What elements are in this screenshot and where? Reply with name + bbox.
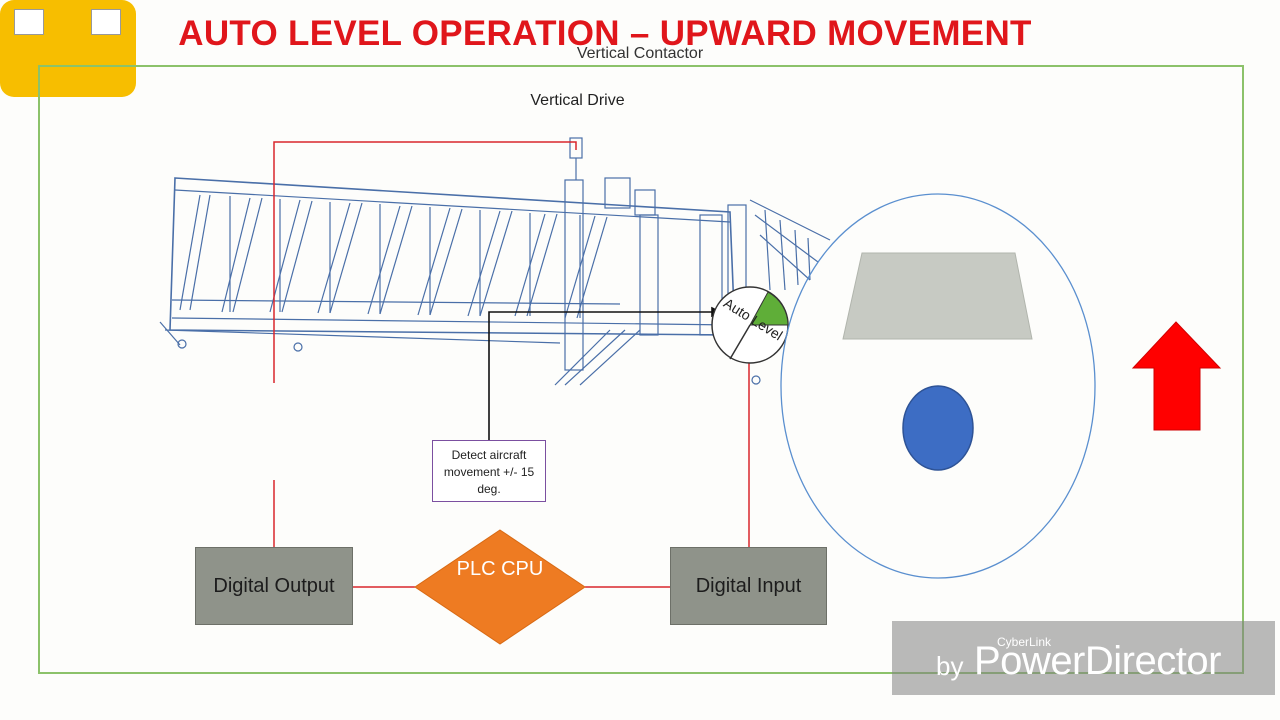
vertical-drive-label: Vertical Drive bbox=[530, 92, 625, 109]
watermark-brand: CyberLink bbox=[997, 635, 1052, 649]
digital-output-label: Digital Output bbox=[213, 574, 335, 597]
aircraft-fuselage bbox=[902, 385, 974, 471]
aircraft-front-view bbox=[780, 193, 1096, 579]
boarding-bridge-drawing bbox=[159, 137, 831, 386]
bridge-truss bbox=[179, 194, 608, 319]
watermark-by: by bbox=[936, 651, 964, 681]
detect-aircraft-note: Detect aircraft movement +/- 15 deg. bbox=[432, 440, 546, 502]
page-title: AUTO LEVEL OPERATION – UPWARD MOVEMENT bbox=[178, 14, 1032, 53]
digital-input-label: Digital Input bbox=[695, 574, 802, 597]
auto-level-sensor bbox=[711, 286, 789, 364]
contactor-terminal-left bbox=[14, 9, 44, 35]
diagram-frame bbox=[38, 65, 1244, 674]
digital-output-box: Digital Output bbox=[195, 547, 353, 625]
digital-input-box: Digital Input bbox=[670, 547, 827, 625]
plc-cpu-label: PLC CPU bbox=[456, 558, 544, 580]
contactor-terminal-right bbox=[91, 9, 121, 35]
plc-diamond bbox=[414, 529, 586, 645]
vertical-contactor-label: Vertical Contactor bbox=[576, 45, 704, 62]
watermark: CyberLink by PowerDirector bbox=[892, 621, 1275, 695]
up-arrow-icon bbox=[1131, 321, 1222, 431]
detect-line bbox=[488, 306, 722, 440]
aircraft-wing bbox=[842, 252, 1033, 340]
vertical-contactor: Vertical Contactor bbox=[0, 0, 703, 97]
signal-lines bbox=[273, 141, 750, 588]
watermark-product: PowerDirector bbox=[974, 639, 1221, 683]
